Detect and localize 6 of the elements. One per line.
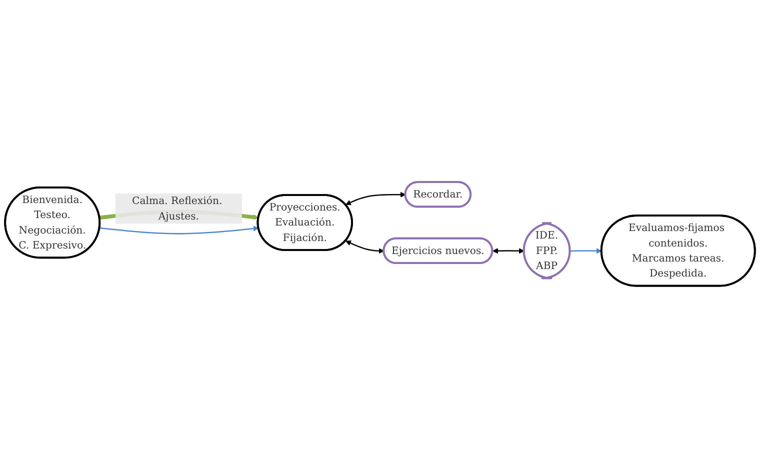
arrow	[99, 225, 259, 234]
arrow	[492, 248, 524, 254]
arrow	[346, 240, 384, 254]
arrow	[570, 248, 602, 254]
arrow	[346, 191, 406, 205]
edge-label: Calma. Reflexión. Ajustes.	[132, 194, 222, 222]
